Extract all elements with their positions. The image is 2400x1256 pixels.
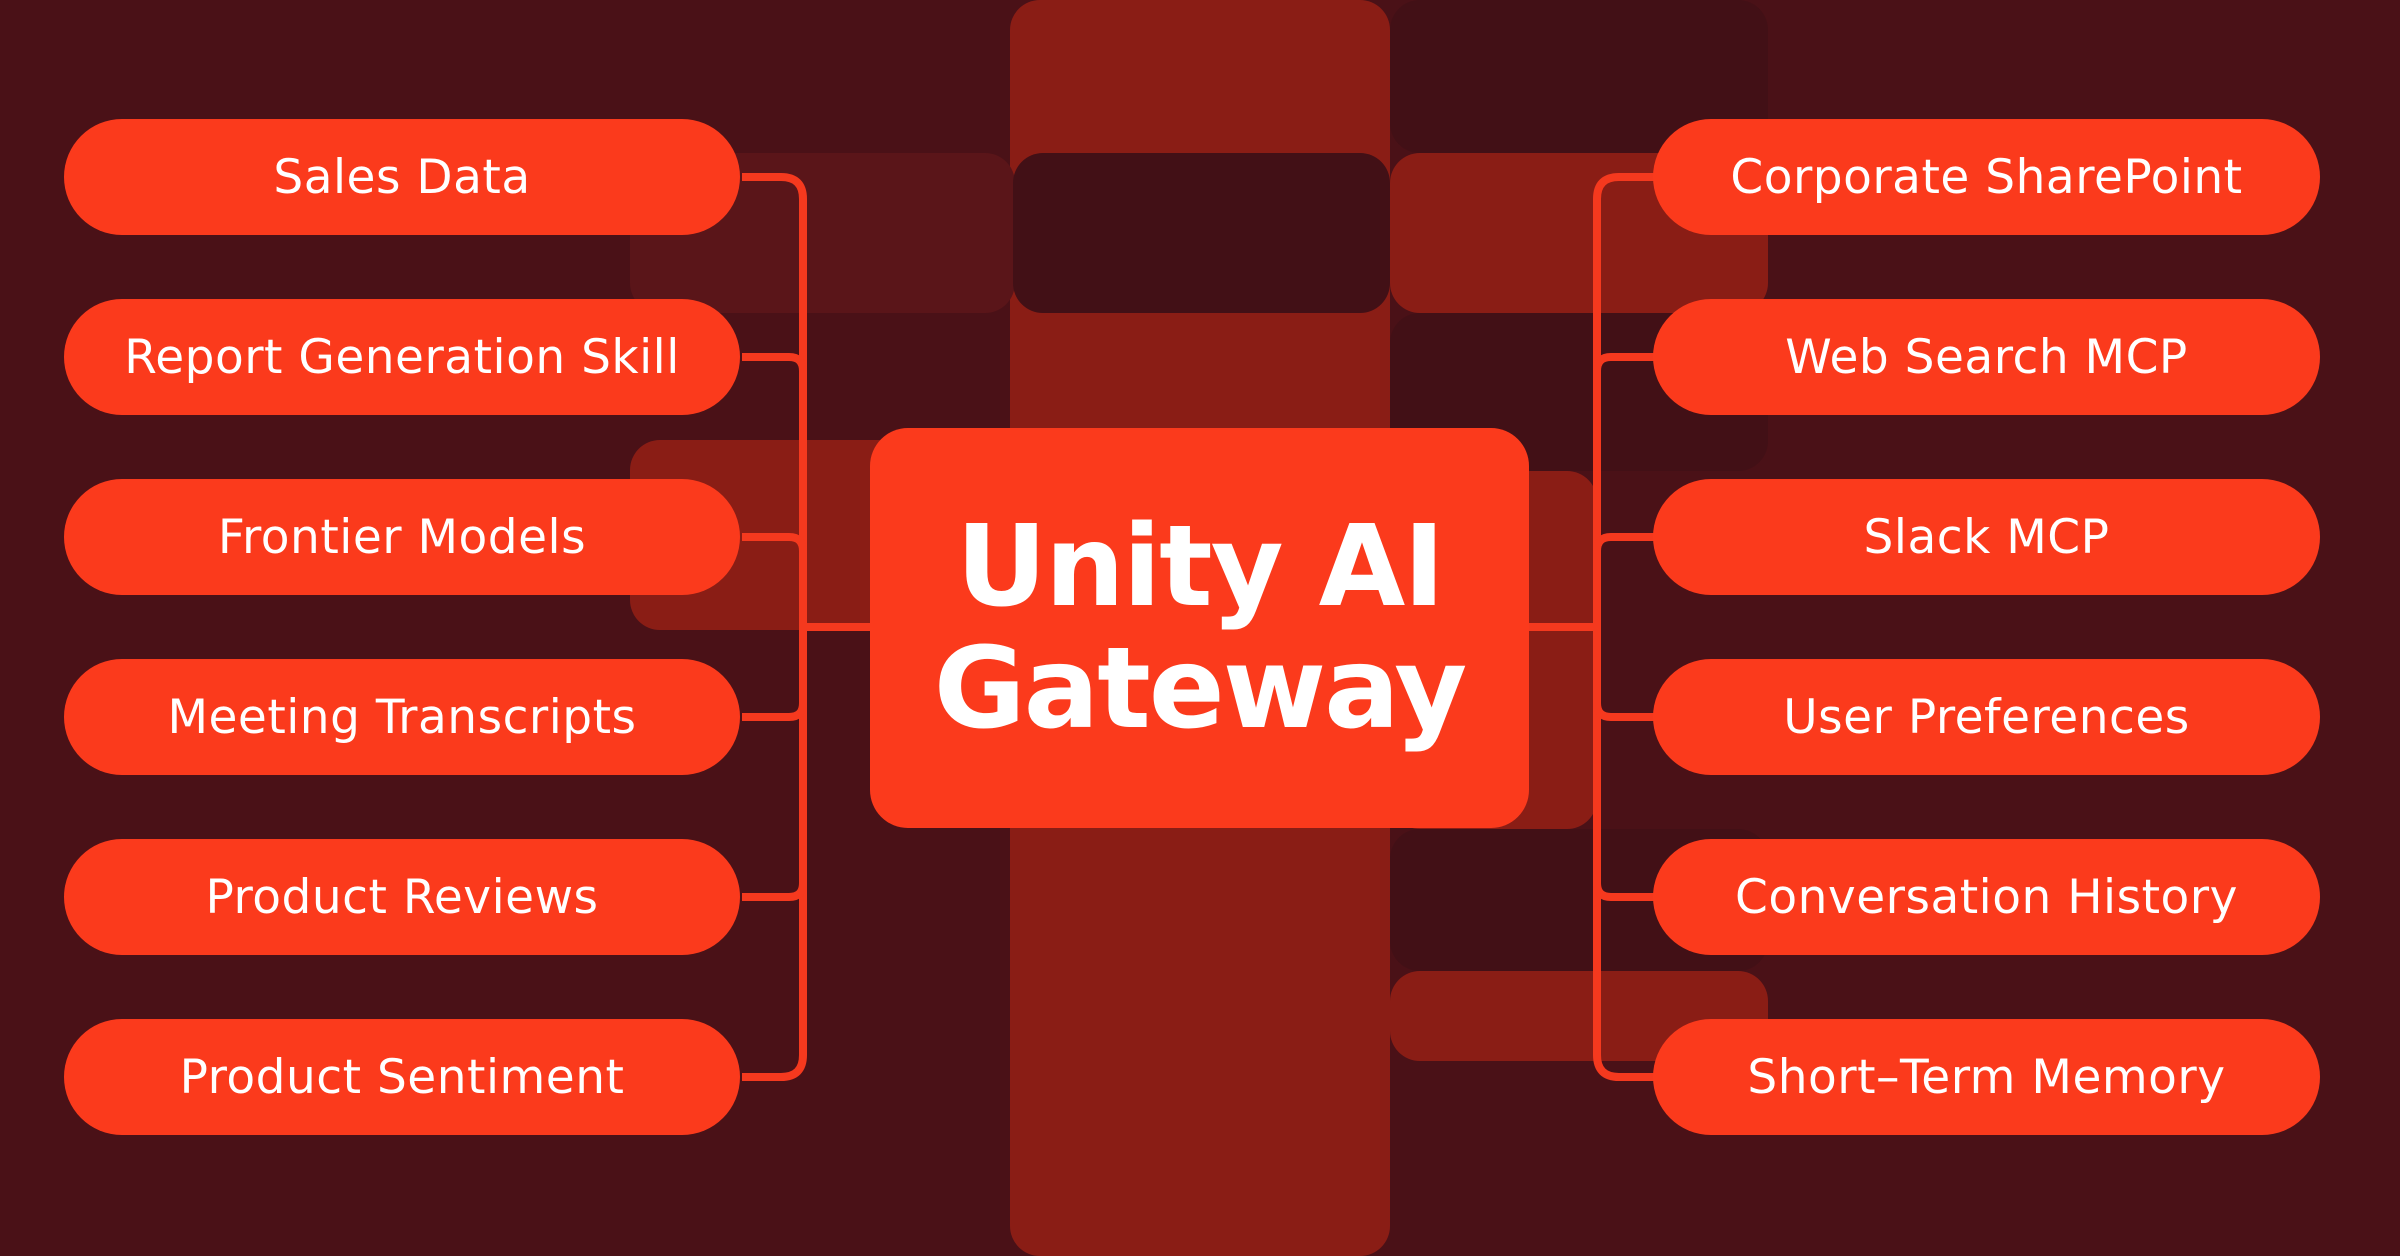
right-node-5: Conversation History bbox=[1653, 839, 2320, 955]
right-node-6: Short–Term Memory bbox=[1653, 1019, 2320, 1135]
left-node-5: Product Reviews bbox=[64, 839, 740, 955]
node-label: Report Generation Skill bbox=[124, 329, 680, 385]
left-bus-line bbox=[742, 173, 807, 1081]
right-node-3: Slack MCP bbox=[1653, 479, 2320, 595]
center-title-line-2: Gateway bbox=[933, 624, 1468, 754]
left-stub-5 bbox=[742, 882, 807, 901]
node-label: User Preferences bbox=[1783, 689, 2190, 745]
right-stub-4 bbox=[1593, 702, 1658, 721]
right-stub-5 bbox=[1593, 882, 1658, 901]
node-label: Web Search MCP bbox=[1785, 329, 2188, 385]
node-label: Sales Data bbox=[273, 149, 531, 205]
background-tile bbox=[1013, 153, 1390, 313]
right-node-2: Web Search MCP bbox=[1653, 299, 2320, 415]
right-stub-3 bbox=[1593, 533, 1658, 552]
node-label: Slack MCP bbox=[1863, 509, 2110, 565]
node-label: Short–Term Memory bbox=[1747, 1049, 2226, 1105]
right-node-1: Corporate SharePoint bbox=[1653, 119, 2320, 235]
center-title-line-1: Unity AI bbox=[956, 501, 1445, 632]
left-stub-2 bbox=[742, 353, 807, 372]
node-label: Product Sentiment bbox=[179, 1049, 625, 1105]
node-label: Product Reviews bbox=[205, 869, 599, 925]
node-label: Meeting Transcripts bbox=[167, 689, 637, 745]
left-node-3: Frontier Models bbox=[64, 479, 740, 595]
left-node-4: Meeting Transcripts bbox=[64, 659, 740, 775]
right-bus-line bbox=[1593, 173, 1658, 1081]
center-node-title: Unity AI Gateway bbox=[933, 501, 1468, 754]
center-node: Unity AI Gateway bbox=[870, 428, 1529, 828]
left-node-2: Report Generation Skill bbox=[64, 299, 740, 415]
left-node-6: Product Sentiment bbox=[64, 1019, 740, 1135]
left-stub-4 bbox=[742, 702, 807, 721]
node-label: Corporate SharePoint bbox=[1730, 149, 2243, 205]
node-label: Frontier Models bbox=[217, 509, 587, 565]
node-label: Conversation History bbox=[1735, 869, 2238, 925]
left-node-1: Sales Data bbox=[64, 119, 740, 235]
right-node-4: User Preferences bbox=[1653, 659, 2320, 775]
right-stub-2 bbox=[1593, 353, 1658, 372]
left-stub-3 bbox=[742, 533, 807, 552]
